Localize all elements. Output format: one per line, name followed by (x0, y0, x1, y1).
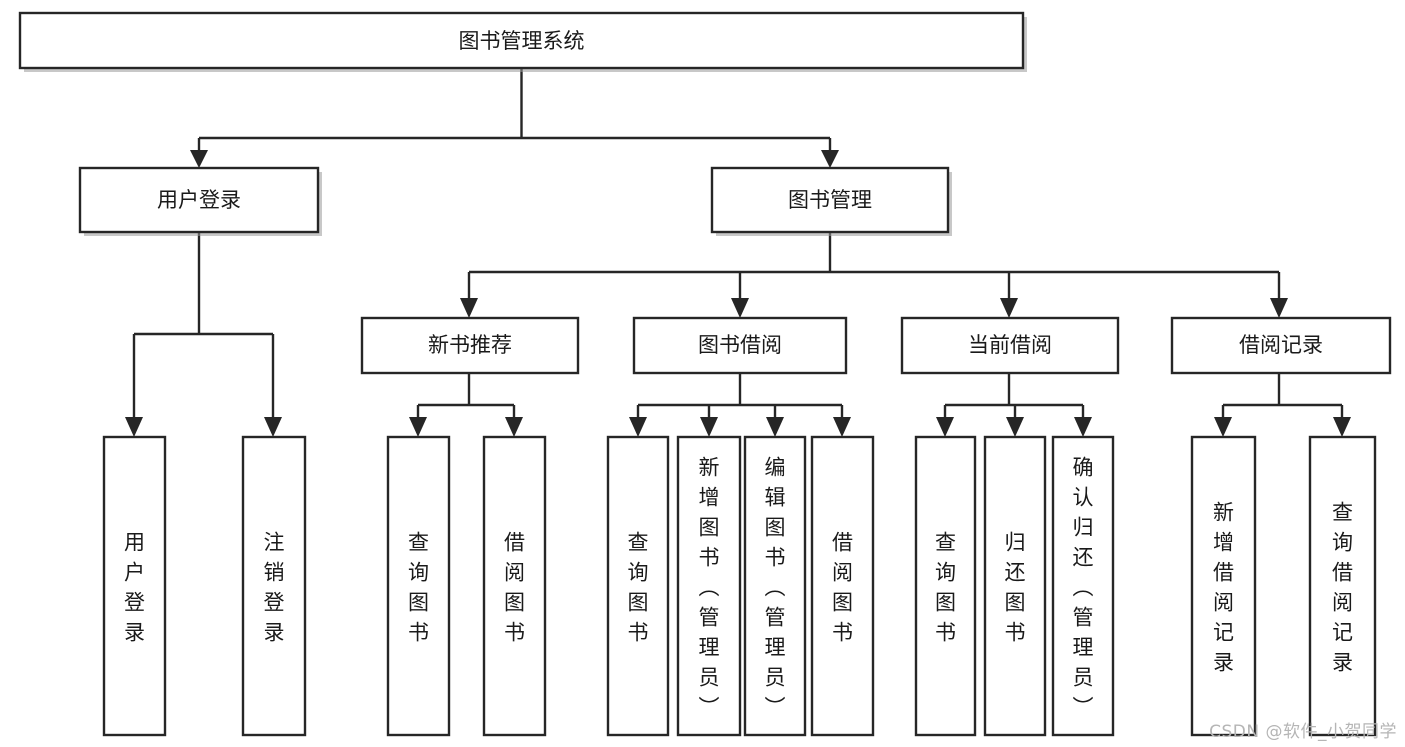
node-leaf-add-book[interactable]: 新增图书︵管理员︶ (676, 435, 742, 737)
book-manage-box[interactable] (710, 166, 950, 234)
borrow-record-box[interactable] (1170, 316, 1392, 375)
book-borrow-box[interactable] (632, 316, 848, 375)
arrowhead-leaf-query-book-1 (409, 417, 427, 437)
leaf-query-book-2-box[interactable] (606, 435, 670, 737)
new-book-recommend-label: 新书推荐 (428, 333, 512, 357)
leaf-borrow-book-1-box[interactable] (482, 435, 547, 737)
arrowhead-leaf-borrow-book-2 (833, 417, 851, 437)
leaf-add-book-box[interactable] (676, 435, 742, 737)
node-root[interactable]: 图书管理系统 (18, 11, 1027, 72)
node-user-login[interactable]: 用户登录 (78, 166, 322, 236)
node-book-manage[interactable]: 图书管理 (710, 166, 952, 236)
arrowhead-leaf-edit-book (766, 417, 784, 437)
arrowhead-leaf-return-book (1006, 417, 1024, 437)
leaf-edit-book-box[interactable] (743, 435, 807, 737)
node-leaf-query-record[interactable]: 查询借阅记录 (1308, 435, 1377, 737)
node-leaf-add-record[interactable]: 新增借阅记录 (1190, 435, 1257, 737)
arrowhead-leaf-query-record (1333, 417, 1351, 437)
current-borrow-box[interactable] (900, 316, 1120, 375)
node-new-book-recommend[interactable]: 新书推荐 (360, 316, 580, 375)
node-leaf-borrow-book-1[interactable]: 借阅图书 (482, 435, 547, 737)
user-login-label: 用户登录 (157, 188, 241, 212)
leaf-add-book-label: 新增图书︵管理员︶ (699, 455, 720, 719)
leaf-query-record-label: 查询借阅记录 (1332, 500, 1353, 674)
arrowhead-borrow-record (1270, 298, 1288, 318)
arrowhead-leaf-confirm-return (1074, 417, 1092, 437)
new-book-recommend-box[interactable] (360, 316, 580, 375)
leaf-logout-label: 注销登录 (264, 530, 285, 644)
arrowhead-leaf-logout (264, 417, 282, 437)
node-leaf-return-book[interactable]: 归还图书 (983, 435, 1047, 737)
leaf-add-record-label: 新增借阅记录 (1213, 500, 1234, 674)
user-login-box[interactable] (78, 166, 320, 234)
leaf-user-login-label: 用户登录 (124, 530, 145, 644)
arrowhead-current-borrow (1000, 298, 1018, 318)
node-leaf-query-book-1[interactable]: 查询图书 (386, 435, 451, 737)
arrowhead-leaf-add-record (1214, 417, 1232, 437)
node-leaf-confirm-return[interactable]: 确认归还︵管理员︶ (1051, 435, 1115, 737)
node-leaf-user-login[interactable]: 用户登录 (102, 435, 167, 737)
node-leaf-borrow-book-2[interactable]: 借阅图书 (810, 435, 875, 737)
root-label: 图书管理系统 (459, 29, 585, 53)
leaf-edit-book-label: 编辑图书︵管理员︶ (765, 455, 786, 719)
leaf-borrow-book-2-box[interactable] (810, 435, 875, 737)
node-leaf-query-book-2[interactable]: 查询图书 (606, 435, 670, 737)
leaf-borrow-book-2-label: 借阅图书 (832, 530, 853, 644)
arrowhead-leaf-query-book-3 (936, 417, 954, 437)
arrowhead-book-manage (821, 150, 839, 168)
leaf-confirm-return-box[interactable] (1051, 435, 1115, 737)
current-borrow-label: 当前借阅 (968, 333, 1052, 357)
leaf-query-record-box[interactable] (1308, 435, 1377, 737)
node-leaf-query-book-3[interactable]: 查询图书 (914, 435, 977, 737)
leaf-query-book-2-label: 查询图书 (628, 530, 649, 644)
leaf-logout-box[interactable] (241, 435, 307, 737)
arrowhead-user-login (190, 150, 208, 168)
root-box[interactable] (18, 11, 1025, 70)
connector-layer (125, 68, 1351, 437)
book-borrow-label: 图书借阅 (698, 333, 782, 357)
book-manage-label: 图书管理 (788, 188, 872, 212)
leaf-confirm-return-label: 确认归还︵管理员︶ (1073, 455, 1094, 719)
leaf-borrow-book-1-label: 借阅图书 (504, 530, 525, 644)
node-borrow-record[interactable]: 借阅记录 (1170, 316, 1392, 375)
arrowhead-leaf-user-login (125, 417, 143, 437)
leaf-query-book-3-box[interactable] (914, 435, 977, 737)
arrowhead-leaf-borrow-book-1 (505, 417, 523, 437)
leaf-query-book-1-box[interactable] (386, 435, 451, 737)
leaf-query-book-1-label: 查询图书 (408, 530, 429, 644)
arrowhead-leaf-add-book (700, 417, 718, 437)
node-book-borrow[interactable]: 图书借阅 (632, 316, 848, 375)
node-leaf-edit-book[interactable]: 编辑图书︵管理员︶ (743, 435, 807, 737)
leaf-return-book-box[interactable] (983, 435, 1047, 737)
leaf-add-record-box[interactable] (1190, 435, 1257, 737)
arrowhead-new-book-recommend (460, 298, 478, 318)
node-leaf-logout[interactable]: 注销登录 (241, 435, 307, 737)
leaf-user-login-box[interactable] (102, 435, 167, 737)
arrowhead-book-borrow (731, 298, 749, 318)
leaf-return-book-label: 归还图书 (1005, 530, 1026, 644)
arrowhead-leaf-query-book-2 (629, 417, 647, 437)
borrow-record-label: 借阅记录 (1239, 333, 1323, 357)
leaf-query-book-3-label: 查询图书 (935, 530, 956, 644)
node-current-borrow[interactable]: 当前借阅 (900, 316, 1120, 375)
